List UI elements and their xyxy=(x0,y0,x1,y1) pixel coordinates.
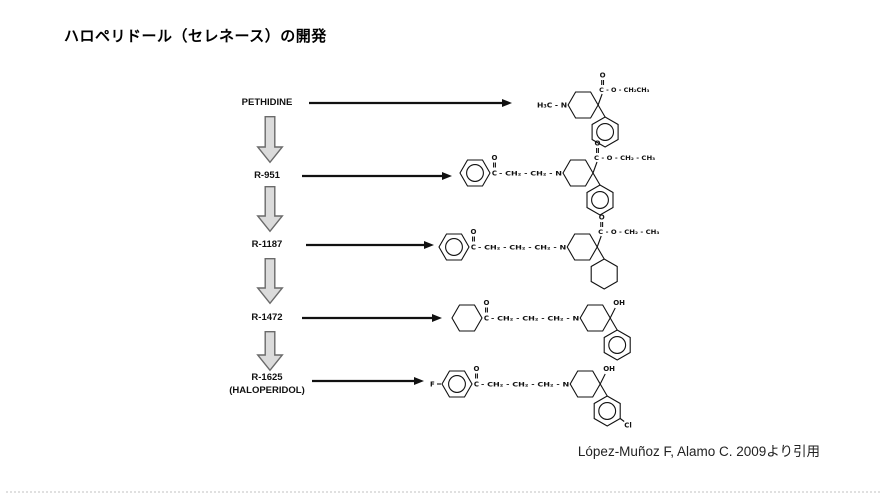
stage-label-pethidine: PETHIDINE xyxy=(242,96,293,109)
svg-text:C: C xyxy=(492,170,497,178)
svg-text:O: O xyxy=(471,228,477,236)
stage-label-text: R-1625 xyxy=(251,372,283,383)
stage-label-r-1472: R-1472 xyxy=(251,311,282,324)
structure-r-1472: CO- CH₂ - CH₂ - CH₂ - N OH xyxy=(451,299,631,361)
svg-text:- CH₂ - CH₂ - CH₂ - N: - CH₂ - CH₂ - CH₂ - N xyxy=(481,381,569,389)
stage-label-r-1187: R-1187 xyxy=(252,238,283,251)
structure-r-1187: CO- CH₂ - CH₂ - CH₂ - NC - O - CH₂ - CH₃… xyxy=(438,214,660,290)
horizontal-arrow-r-1625 xyxy=(312,377,424,385)
structure-pethidine: H₃C - N C - O - CH₂CH₃ O xyxy=(537,72,650,148)
page-title: ハロペリドール（セレネース）の開発 xyxy=(64,28,327,45)
stage-label-r-951: R-951 xyxy=(254,169,280,182)
svg-text:O: O xyxy=(474,365,480,373)
citation-text: López-Muñoz F, Alamo C. 2009より引用 xyxy=(577,444,820,459)
svg-text:H₃C - N: H₃C - N xyxy=(537,102,567,110)
svg-text:O: O xyxy=(484,299,490,307)
down-block-arrow-4 xyxy=(256,330,284,372)
svg-text:C: C xyxy=(484,315,489,323)
svg-text:C: C xyxy=(471,244,476,252)
svg-text:- CH₂ - CH₂ - CH₂ - N: - CH₂ - CH₂ - CH₂ - N xyxy=(478,244,566,252)
horizontal-arrow-r-1472 xyxy=(302,314,442,322)
svg-text:C - O - CH₂ - CH₃: C - O - CH₂ - CH₃ xyxy=(594,154,655,162)
down-block-arrow-1 xyxy=(256,115,284,164)
svg-text:- CH₂ - CH₂ - CH₂ - N: - CH₂ - CH₂ - CH₂ - N xyxy=(491,315,579,323)
stage-label-text: PETHIDINE xyxy=(241,97,293,108)
stage-label-text: R-1472 xyxy=(251,312,283,323)
stage-label-text: R-1187 xyxy=(251,239,283,250)
svg-text:O: O xyxy=(595,140,601,148)
down-block-arrow-2 xyxy=(256,185,284,233)
svg-text:O: O xyxy=(492,154,498,162)
svg-text:O: O xyxy=(600,72,606,80)
svg-text:Cl: Cl xyxy=(624,422,632,430)
horizontal-arrow-r-951 xyxy=(302,172,452,180)
svg-text:C: C xyxy=(474,381,479,389)
bottom-dotted-divider xyxy=(6,491,880,493)
svg-text:C - O - CH₂ - CH₃: C - O - CH₂ - CH₃ xyxy=(598,228,659,236)
svg-text:- CH₂ - CH₂ - N: - CH₂ - CH₂ - N xyxy=(499,170,562,178)
horizontal-arrow-r-1187 xyxy=(306,241,434,249)
stage-label-r-1625: R-1625 (HALOPERIDOL) xyxy=(229,371,304,397)
stage-label-text: R-951 xyxy=(254,170,280,181)
svg-text:F: F xyxy=(430,381,435,389)
stage-sublabel-text: (HALOPERIDOL) xyxy=(229,385,305,396)
structure-r-1625: F CO- CH₂ - CH₂ - CH₂ - N OH Cl xyxy=(430,365,632,430)
down-block-arrow-3 xyxy=(256,257,284,305)
svg-text:C - O - CH₂CH₃: C - O - CH₂CH₃ xyxy=(599,86,650,94)
svg-text:OH: OH xyxy=(613,299,625,307)
horizontal-arrow-pethidine xyxy=(309,99,512,107)
svg-text:OH: OH xyxy=(603,365,615,373)
svg-text:O: O xyxy=(599,214,605,222)
